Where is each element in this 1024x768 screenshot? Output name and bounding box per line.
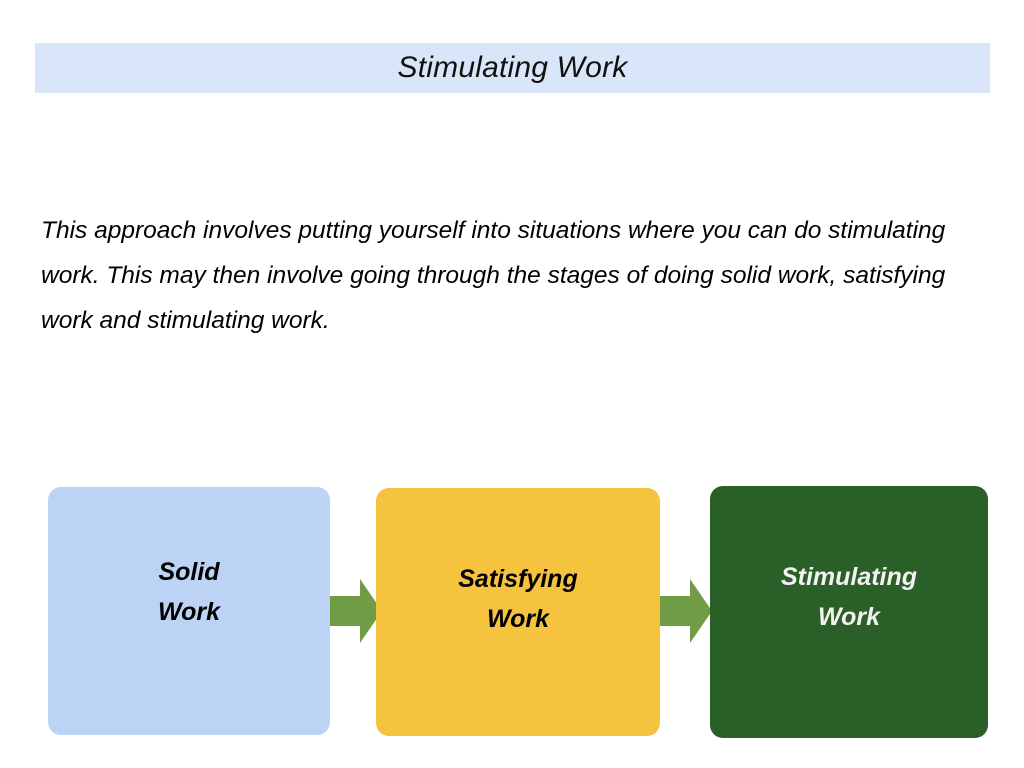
- stage-label-line2: Work: [157, 598, 221, 626]
- stage-label-line1: Satisfying: [458, 565, 578, 593]
- stage-label-satisfying-work: Satisfying Work: [458, 559, 577, 639]
- stage-label-line2: Work: [486, 605, 550, 633]
- process-flow-diagram: Solid Work Satisfying Work Stimulating W…: [0, 470, 1024, 760]
- stage-label-line1: Solid: [158, 558, 220, 586]
- stage-label-line2: Work: [817, 603, 881, 631]
- stage-box-solid-work: Solid Work: [48, 487, 330, 735]
- right-arrow-icon: [660, 578, 712, 644]
- page-title: Stimulating Work: [397, 51, 628, 84]
- stage-label-solid-work: Solid Work: [158, 552, 220, 632]
- slide-body-text: This approach involves putting yourself …: [41, 217, 946, 334]
- stage-box-satisfying-work: Satisfying Work: [376, 488, 660, 736]
- stage-label-line1: Stimulating: [780, 563, 918, 591]
- right-arrow-icon: [330, 578, 382, 644]
- slide-title-banner: Stimulating Work: [35, 43, 990, 93]
- stage-label-stimulating-work: Stimulating Work: [781, 557, 917, 637]
- stage-box-stimulating-work: Stimulating Work: [710, 486, 988, 738]
